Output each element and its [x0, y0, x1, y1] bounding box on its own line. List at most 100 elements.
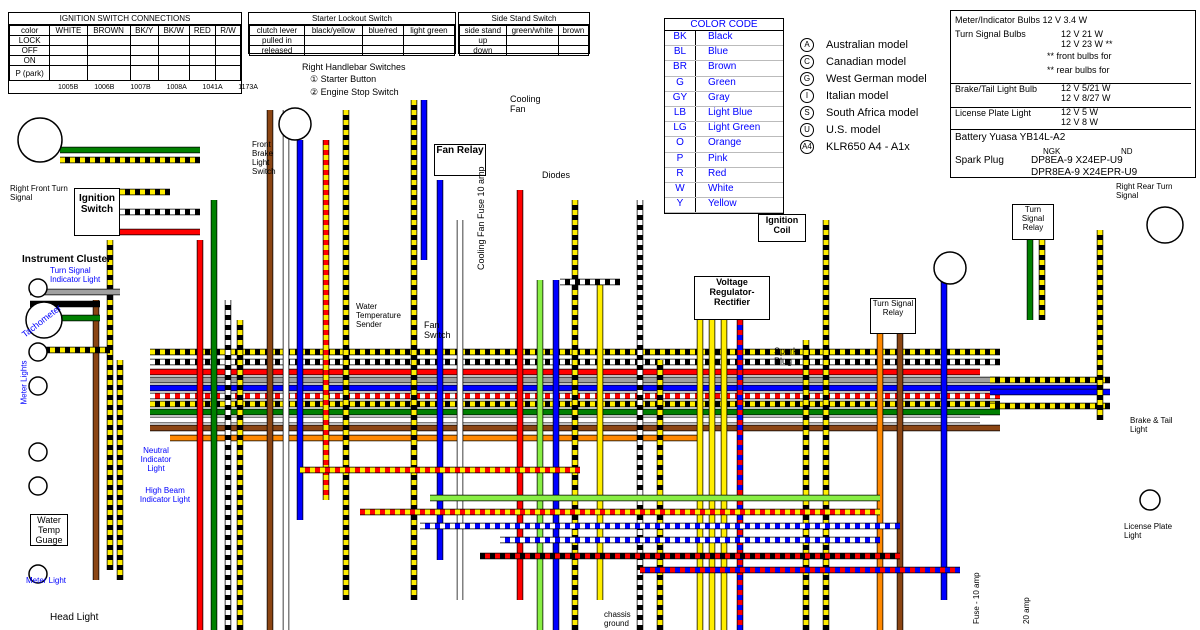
ignition-table-title: IGNITION SWITCH CONNECTIONS [9, 13, 241, 25]
cooling-fan-label: Cooling Fan [510, 94, 541, 114]
color-code: O [665, 137, 696, 152]
engine-stop-label: ② Engine Stop Switch [310, 87, 399, 97]
bulb-icon [28, 376, 48, 396]
col-header: color [8, 25, 51, 36]
brake-bulb: Brake/Tail Light Bulb [951, 83, 1191, 94]
plate-v1: 12 V 5 W [1061, 107, 1099, 117]
water-temp-gauge: Water Temp Guage [30, 514, 68, 546]
voltage-regulator: Voltage Regulator-Rectifier [694, 276, 770, 320]
fan-switch-label: Fan Switch [424, 320, 451, 340]
color-code-row: LG Light Green [665, 122, 783, 138]
col-header: R/W [215, 25, 241, 36]
side-stand-table: Side Stand Switch side stand green/white… [458, 12, 590, 56]
model-name: Australian model [826, 38, 908, 51]
battery-spec: Battery Yuasa YB14L-A2 [951, 129, 1195, 145]
model-symbol: U [800, 122, 814, 137]
col-header: BROWN [86, 25, 131, 36]
ignition-codes: 1005B 1006B 1007B 1008A 1041A 1173A [58, 84, 258, 91]
handlebar-title: Right Handlebar Switches [302, 62, 406, 72]
brake-v1: 12 V 5/21 W [1061, 83, 1111, 93]
model-symbol: A [800, 37, 814, 52]
right-rear-turn-label: Right Rear Turn Signal [1116, 182, 1173, 200]
col-header: black/yellow [303, 25, 363, 36]
brake-switch-icon [278, 107, 312, 141]
col-header: light green [402, 25, 456, 36]
diodes-label: Diodes [542, 170, 571, 180]
turn-indicator-label: Turn Signal Indicator Light [50, 266, 101, 284]
col-header: side stand [459, 25, 507, 36]
row-label: LOCK [8, 35, 51, 46]
color-code-row: R Red [665, 167, 783, 183]
color-name: Light Green [708, 122, 761, 134]
ignition-switch-table: IGNITION SWITCH CONNECTIONS color WHITE … [8, 12, 242, 94]
color-code: P [665, 152, 696, 167]
turn-signal-relay-g: Turn Signal Relay [1012, 204, 1054, 240]
color-name: Gray [708, 91, 730, 103]
color-name: Blue [708, 46, 729, 58]
fuse-10-label: Fuse - 10 amp [972, 572, 981, 624]
meter-bulbs: Meter/Indicator Bulbs 12 V 3.4 W [955, 15, 1088, 25]
chassis-ground-label: chassis ground [604, 610, 631, 628]
ignition-coil: Ignition Coil [758, 214, 806, 242]
color-code-row: GY Gray [665, 91, 783, 107]
row-label: P (park) [8, 65, 51, 81]
bulb-icon [28, 278, 48, 298]
brake-tail-label: Brake & Tail Light [1130, 416, 1173, 434]
water-temp-sender-label: Water Temperature Sender [356, 302, 401, 329]
spark-plug-label: Spark Plug [774, 346, 798, 366]
turn-signal-relay: Turn Signal Relay [870, 298, 916, 334]
model-name: U.S. model [826, 123, 881, 136]
color-code: LB [665, 106, 696, 122]
color-code: BK [665, 31, 696, 46]
plug1: DP8EA-9 X24EP-U9 [1031, 155, 1123, 166]
neutral-indicator-label: Neutral Indicator Light [140, 446, 172, 473]
col-header: RED [188, 25, 217, 36]
color-code: GY [665, 91, 696, 106]
color-name: Black [708, 31, 733, 42]
meter-light-label: Meter Light [26, 576, 67, 585]
row-label: ON [8, 55, 51, 66]
model-name: Italian model [826, 89, 889, 102]
turn-v2: 12 V 23 W ** [1061, 39, 1113, 49]
head-light-label: Head Light [50, 612, 99, 623]
col-header: blue/red [361, 25, 404, 36]
bulb-icon [28, 342, 48, 362]
row-label: down [459, 45, 507, 56]
rear-note: ** rear bulbs for [1047, 65, 1110, 75]
starter-table-title: Starter Lockout Switch [249, 13, 455, 25]
color-code: G [665, 76, 696, 91]
row-label: OFF [8, 45, 51, 56]
bulb-spec-panel: Meter/Indicator Bulbs 12 V 3.4 W Turn Si… [950, 10, 1196, 178]
meter-lights-label: Meter Lights [19, 360, 29, 405]
model-item: U U.S. model [800, 121, 927, 138]
color-name: Yellow [708, 198, 737, 210]
model-name: South Africa model [826, 106, 919, 119]
turn-v1: 12 V 21 W [1061, 29, 1104, 39]
nd-label: ND [1121, 147, 1133, 156]
row-label: up [459, 35, 507, 46]
brake-v2: 12 V 8/27 W [1061, 93, 1111, 103]
color-code: LG [665, 122, 696, 137]
tachometer-icon [25, 301, 63, 339]
color-code: W [665, 182, 696, 198]
color-name: Red [708, 167, 727, 179]
color-code-title: COLOR CODE [665, 19, 783, 31]
switch-icon [933, 251, 967, 285]
spark-spec: Spark Plug [955, 155, 1004, 166]
model-symbol: A4 [800, 139, 814, 154]
highbeam-indicator-label: High Beam Indicator Light [139, 486, 191, 504]
color-code: R [665, 167, 696, 182]
model-item: A Australian model [800, 36, 927, 53]
row-label: released [249, 45, 305, 56]
model-name: KLR650 A4 - A1x [826, 140, 910, 153]
model-name: West German model [826, 72, 927, 85]
front-brake-switch-label: Front Brake Light Switch [252, 140, 276, 176]
instrument-cluster-title: Instrument Cluster [22, 254, 111, 265]
